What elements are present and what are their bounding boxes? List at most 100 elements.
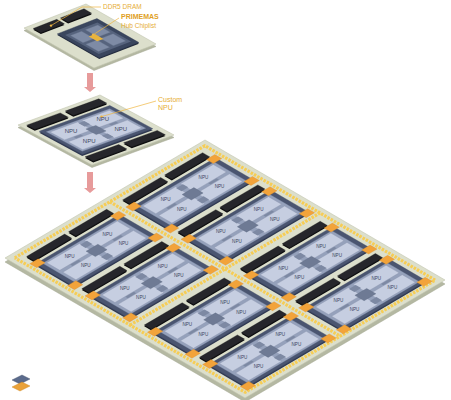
- hub-chiplet: [253, 342, 265, 349]
- npu-label: NPU: [65, 128, 78, 135]
- leader-dot: [50, 24, 52, 26]
- npu-label: NPU: [119, 241, 129, 246]
- npu-label: NPU: [254, 365, 264, 370]
- hub-chiplet: [274, 354, 286, 361]
- npu-label: NPU: [215, 185, 225, 190]
- npu-label: NPU: [182, 323, 192, 328]
- npu-label: NPU: [115, 126, 128, 133]
- hub-chiplet: [294, 253, 306, 260]
- hub-chiplet: [349, 285, 361, 292]
- hub-chiplet: [339, 304, 350, 310]
- hub-marker: [89, 34, 104, 41]
- hub-chiplet: [208, 178, 219, 184]
- hub-chiplet: [188, 328, 199, 334]
- artwork: [5, 4, 445, 400]
- npu-label: NPU: [254, 208, 264, 213]
- npu-label: NPU: [81, 264, 91, 269]
- io-connector: [283, 312, 298, 321]
- hub-chiplet: [230, 303, 241, 309]
- hub-chiplet: [182, 188, 203, 200]
- hub-chiplet: [231, 216, 243, 223]
- hub-chiplet: [259, 345, 280, 357]
- npu-label: NPU: [199, 175, 209, 180]
- io-connector: [126, 202, 141, 211]
- npu-label: NPU: [174, 274, 184, 279]
- io-connector: [203, 265, 218, 274]
- hub-chiplet: [112, 235, 123, 241]
- leader-dot: [92, 34, 94, 36]
- npu-label: NPU: [292, 342, 302, 347]
- io-connector: [244, 176, 259, 185]
- hub-chiplet: [284, 272, 295, 278]
- io-connector: [123, 313, 138, 322]
- hub-chiplet: [70, 260, 81, 266]
- substrate: [208, 315, 330, 387]
- hub-chiplet: [125, 292, 136, 298]
- brand-name: PRIMEMAS: [121, 13, 159, 21]
- substrate: [249, 226, 371, 298]
- callout-label: DDR5 DRAM: [103, 3, 142, 10]
- io-connector: [166, 243, 181, 252]
- npu-label: NPU: [388, 286, 398, 291]
- npu-label: NPU: [83, 137, 96, 144]
- io-connector: [324, 223, 339, 232]
- npu-label: NPU: [270, 217, 280, 222]
- npu-label: NPU: [334, 298, 344, 303]
- io-connector: [240, 381, 255, 390]
- io-connector: [163, 224, 178, 233]
- npu-label: NPU: [278, 266, 288, 271]
- fabric-link: [15, 146, 435, 393]
- io-connector: [228, 280, 243, 289]
- leader-line: [51, 7, 101, 26]
- io-connector: [67, 281, 82, 290]
- hub-chiplet: [326, 247, 337, 253]
- npu-die: [68, 132, 110, 150]
- npu-label: NPU: [136, 296, 146, 301]
- npu-label: NPU: [97, 116, 110, 123]
- io-connector: [219, 256, 234, 265]
- npu-label: NPU: [238, 355, 248, 360]
- hub-chiplet: [102, 134, 114, 139]
- io-connector: [203, 360, 218, 369]
- npu-label: NPU: [295, 276, 305, 281]
- io-connector: [147, 327, 162, 336]
- io-connector: [243, 271, 258, 280]
- hub-chiplet: [109, 122, 119, 126]
- io-connector: [299, 303, 314, 312]
- hub-chiplet: [370, 297, 382, 304]
- flow-arrow: [84, 172, 96, 193]
- npu-label: NPU: [216, 230, 226, 235]
- npu-label: NPU: [158, 264, 168, 269]
- hub-chiplet: [86, 125, 106, 134]
- io-connector: [417, 277, 432, 286]
- npu-label: NPU: [275, 333, 285, 338]
- hub-chiplet: [315, 265, 327, 272]
- hub-chiplet: [285, 336, 296, 342]
- flow-arrow: [84, 73, 96, 92]
- io-connector: [379, 255, 394, 264]
- substrate: [153, 283, 275, 355]
- interposer: [194, 194, 302, 257]
- hub-chiplet: [219, 322, 231, 329]
- hub-chiplet: [355, 288, 376, 300]
- substrate: [131, 158, 253, 230]
- hub-chiplet: [197, 196, 209, 203]
- npu-label: NPU: [161, 198, 171, 203]
- npu-label: NPU: [332, 253, 342, 258]
- npu-label: NPU: [371, 276, 381, 281]
- hub-chiplet: [80, 241, 92, 248]
- io-connector: [30, 259, 45, 268]
- hub-chiplet: [86, 244, 107, 256]
- interposer: [311, 263, 419, 326]
- io-connector: [185, 349, 200, 358]
- substrate: [304, 259, 426, 331]
- interposer: [215, 320, 323, 383]
- npu-label: NPU: [120, 287, 130, 292]
- hub-chiplet: [381, 279, 392, 285]
- io-connector: [266, 302, 281, 311]
- io-connector: [299, 209, 314, 218]
- io-connector: [362, 245, 377, 254]
- dram-module: [33, 19, 64, 33]
- hub-chiplet: [79, 121, 91, 126]
- hub-tile: [101, 34, 126, 46]
